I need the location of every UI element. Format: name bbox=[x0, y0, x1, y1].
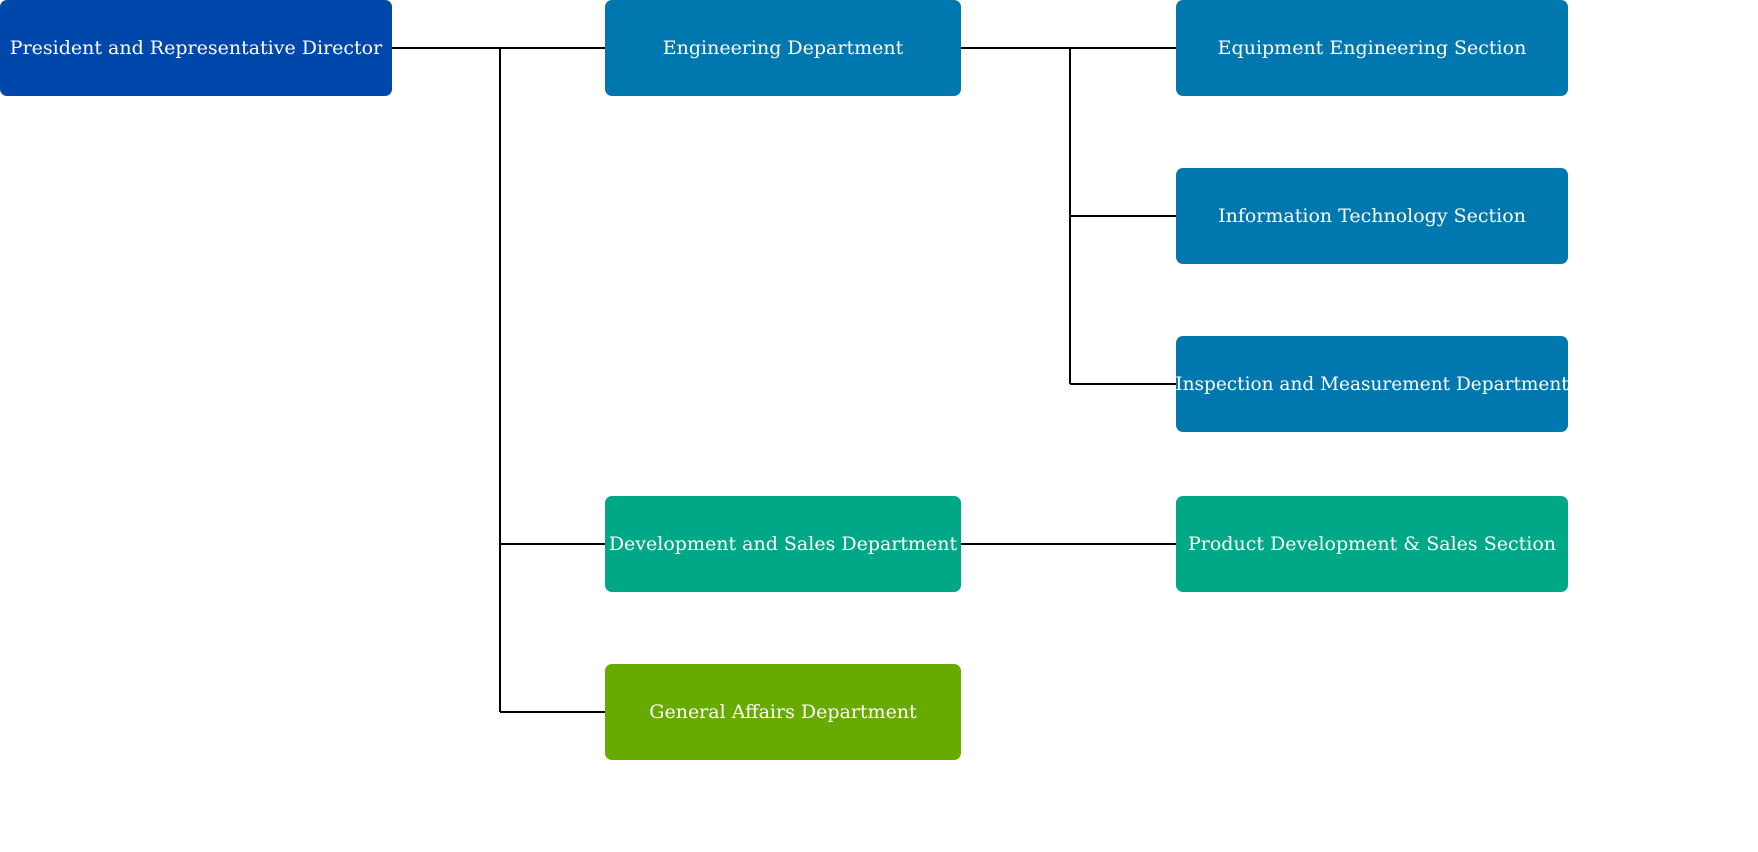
node-inspection-measurement-department: Inspection and Measurement Department bbox=[1175, 336, 1569, 432]
node-equipment-engineering-section: Equipment Engineering Section bbox=[1176, 0, 1568, 96]
node-development-sales-department: Development and Sales Department bbox=[605, 496, 961, 592]
node-general-affairs-department: General Affairs Department bbox=[605, 664, 961, 760]
node-president-representative-director: President and Representative Director bbox=[0, 0, 392, 96]
node-engineering-department: Engineering Department bbox=[605, 0, 961, 96]
node-information-technology-section: Information Technology Section bbox=[1176, 168, 1568, 264]
node-product-development-sales-section: Product Development & Sales Section bbox=[1176, 496, 1568, 592]
